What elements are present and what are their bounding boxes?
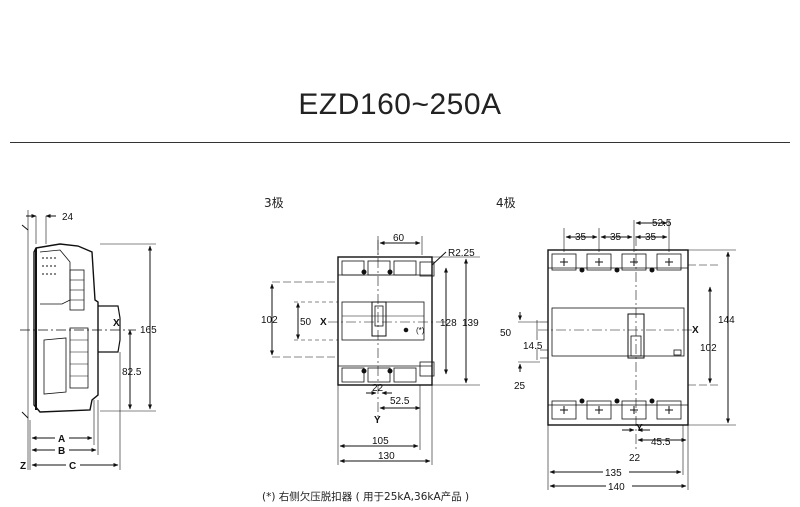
- p4-dim-14-5: 14.5: [523, 341, 543, 352]
- p3-dim-105: 105: [372, 436, 389, 447]
- side-dim-height: 165: [140, 325, 157, 336]
- footnote: (*) 右侧欠压脱扣器 ( 用于25kA,36kA产品 ): [262, 491, 470, 503]
- pole4-label: 4极: [496, 196, 516, 210]
- side-dim-center: 82.5: [122, 367, 142, 378]
- page-title: EZD160~250A: [298, 88, 502, 121]
- pole3-label: 3极: [264, 196, 284, 210]
- side-axis-x: X: [113, 318, 120, 329]
- p3-dim-22: 22: [372, 383, 384, 394]
- p3-axis-x: X: [320, 317, 327, 328]
- p3-radius: R2.25: [448, 248, 475, 259]
- p4-dim-45-5: 45.5: [651, 437, 671, 448]
- p4-dim-52-5: 52.5: [652, 218, 672, 229]
- p3-mark: (*): [416, 326, 425, 335]
- p3-dim-102: 102: [261, 315, 278, 326]
- p4-dim-35b: 35: [610, 232, 622, 243]
- p4-dim-102: 102: [700, 343, 717, 354]
- p4-dim-22: 22: [629, 453, 641, 464]
- side-view: [20, 210, 156, 470]
- side-dim-top: 24: [62, 212, 74, 223]
- p3-dim-139: 139: [462, 318, 479, 329]
- p3-dim-52-5: 52.5: [390, 396, 410, 407]
- p4-dim-135: 135: [605, 468, 622, 479]
- p4-axis-x: X: [692, 325, 699, 336]
- view-4p: [518, 220, 736, 490]
- side-axis-z: Z: [20, 461, 26, 472]
- title-divider: [10, 142, 790, 143]
- p4-dim-35a: 35: [575, 232, 587, 243]
- p3-axis-y: Y: [374, 415, 381, 426]
- p3-dim-130: 130: [378, 451, 395, 462]
- view-3p: [270, 236, 480, 465]
- p4-dim-144: 144: [718, 315, 735, 326]
- p3-dim-128: 128: [440, 318, 457, 329]
- p3-dim-top: 60: [393, 233, 405, 244]
- p4-dim-25: 25: [514, 381, 526, 392]
- side-dim-b: B: [58, 446, 65, 457]
- side-dim-c: C: [69, 461, 76, 472]
- p4-dim-35c: 35: [645, 232, 657, 243]
- p4-axis-y: Y: [636, 423, 643, 434]
- p3-dim-50: 50: [300, 317, 312, 328]
- side-dim-a: A: [58, 434, 65, 445]
- p4-dim-50: 50: [500, 328, 512, 339]
- p4-dim-140: 140: [608, 482, 625, 493]
